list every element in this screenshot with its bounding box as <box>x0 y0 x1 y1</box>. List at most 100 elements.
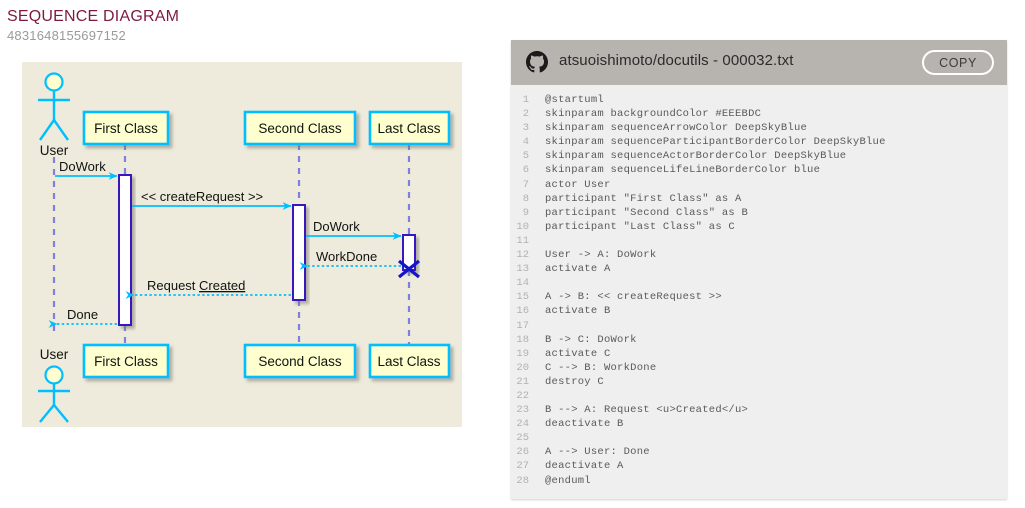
actor-label-top: User <box>40 143 69 158</box>
svg-text:Request Created: Request Created <box>147 278 245 293</box>
line-number: 3 <box>522 122 529 135</box>
line-number: 19 <box>516 347 529 360</box>
line-content: User -> A: DoWork <box>545 249 657 262</box>
activation-bar-second-class <box>292 204 306 301</box>
line-number: 21 <box>516 375 529 388</box>
line-number: 16 <box>516 305 529 318</box>
line-content: deactivate A <box>545 460 624 473</box>
code-line: 12 User -> A: DoWork <box>511 248 1007 262</box>
line-content: skinparam backgroundColor #EEEBDC <box>545 108 762 121</box>
line-number: 22 <box>516 389 529 402</box>
code-line: 17 <box>511 319 1007 333</box>
code-panel-title: atsuoishimoto/docutils - 000032.txt <box>559 52 794 69</box>
line-number: 2 <box>522 108 529 121</box>
message-createrequest-first-to-second: << createRequest >> <box>132 189 292 210</box>
code-line: 6 skinparam sequenceLifeLineBorderColor b… <box>511 163 1007 177</box>
participant-box-first-class-bottom[interactable]: First Class <box>82 343 170 379</box>
code-line: 10 participant "Last Class" as C <box>511 220 1007 234</box>
participant-box-last-class-top[interactable]: Last Class <box>368 110 451 146</box>
message-label: WorkDone <box>316 249 377 264</box>
line-content: participant "Second Class" as B <box>545 206 749 219</box>
participant-box-second-class-top[interactable]: Second Class <box>243 110 357 146</box>
line-number: 10 <box>516 220 529 233</box>
participant-label: Second Class <box>258 121 342 136</box>
message-done-first-to-user: Done <box>48 307 117 328</box>
line-number: 15 <box>516 291 529 304</box>
line-number: 5 <box>522 150 529 163</box>
code-line: 25 <box>511 431 1007 445</box>
line-number: 12 <box>516 249 529 262</box>
line-number: 26 <box>516 446 529 459</box>
page-title: SEQUENCE DIAGRAM <box>7 8 180 25</box>
line-number: 20 <box>516 361 529 374</box>
message-dowork-second-to-last: DoWork <box>306 219 402 240</box>
participant-box-last-class-bottom[interactable]: Last Class <box>368 343 451 379</box>
message-label: Request <box>147 278 199 293</box>
line-content: skinparam sequenceActorBorderColor DeepS… <box>545 150 847 163</box>
page-subtitle: 4831648155697152 <box>7 28 126 43</box>
line-number: 11 <box>516 234 529 247</box>
line-number: 9 <box>522 206 529 219</box>
line-content: skinparam sequenceLifeLineBorderColor bl… <box>545 164 821 177</box>
actor-user-top: User <box>38 72 70 158</box>
line-number: 27 <box>516 460 529 473</box>
code-line: 5 skinparam sequenceActorBorderColor Deep… <box>511 149 1007 163</box>
participant-label: First Class <box>94 121 158 136</box>
code-panel: atsuoishimoto/docutils - 000032.txt COPY… <box>511 40 1007 499</box>
code-line: 22 <box>511 389 1007 403</box>
code-line: 27 deactivate A <box>511 459 1007 473</box>
participant-label: Last Class <box>377 121 440 136</box>
line-content: C --> B: WorkDone <box>545 361 657 374</box>
participant-box-first-class-top[interactable]: First Class <box>82 110 170 146</box>
line-content: activate C <box>545 347 611 360</box>
message-label: DoWork <box>59 159 106 174</box>
line-content: skinparam sequenceArrowColor DeepSkyBlue <box>545 122 808 135</box>
line-number: 6 <box>522 164 529 177</box>
line-content: participant "Last Class" as C <box>545 220 735 233</box>
message-request-created-second-to-first: Request Created <box>125 278 291 299</box>
line-number: 18 <box>516 333 529 346</box>
line-number: 14 <box>516 277 529 290</box>
activation-bar-first-class <box>118 174 132 326</box>
message-workdone-last-to-second: WorkDone <box>299 249 401 270</box>
line-number: 23 <box>516 404 529 417</box>
code-line: 28@enduml <box>511 474 1007 488</box>
line-number: 24 <box>516 418 529 431</box>
line-content: B -> C: DoWork <box>545 333 637 346</box>
github-icon <box>526 51 548 73</box>
line-content: skinparam sequenceParticipantBorderColor… <box>545 136 886 149</box>
message-label: << createRequest >> <box>141 189 263 204</box>
line-number: 7 <box>522 178 529 191</box>
participant-label: Second Class <box>258 354 342 369</box>
participant-label: First Class <box>94 354 158 369</box>
copy-button[interactable]: COPY <box>922 50 994 75</box>
line-content: A -> B: << createRequest >> <box>545 291 722 304</box>
line-number: 8 <box>522 192 529 205</box>
code-line: 1@startuml <box>511 93 1007 107</box>
diagram-column: SEQUENCE DIAGRAM 4831648155697152 <box>0 0 500 508</box>
message-label: DoWork <box>313 219 360 234</box>
message-dowork-user-to-first: DoWork <box>55 159 118 180</box>
message-label: Done <box>67 307 98 322</box>
line-number: 25 <box>516 432 529 445</box>
code-line: 11 <box>511 234 1007 248</box>
participant-box-second-class-bottom[interactable]: Second Class <box>243 343 357 379</box>
line-content: participant "First Class" as A <box>545 192 742 205</box>
line-content: actor User <box>545 178 611 191</box>
code-line: 20 C --> B: WorkDone <box>511 361 1007 375</box>
code-line: 19 activate C <box>511 347 1007 361</box>
code-line: 9 participant "Second Class" as B <box>511 206 1007 220</box>
code-line: 3 skinparam sequenceArrowColor DeepSkyBlu… <box>511 121 1007 135</box>
sequence-diagram-canvas: User User First Class Second Class <box>22 62 462 427</box>
line-content: @enduml <box>545 474 591 487</box>
line-content: @startuml <box>545 94 604 106</box>
